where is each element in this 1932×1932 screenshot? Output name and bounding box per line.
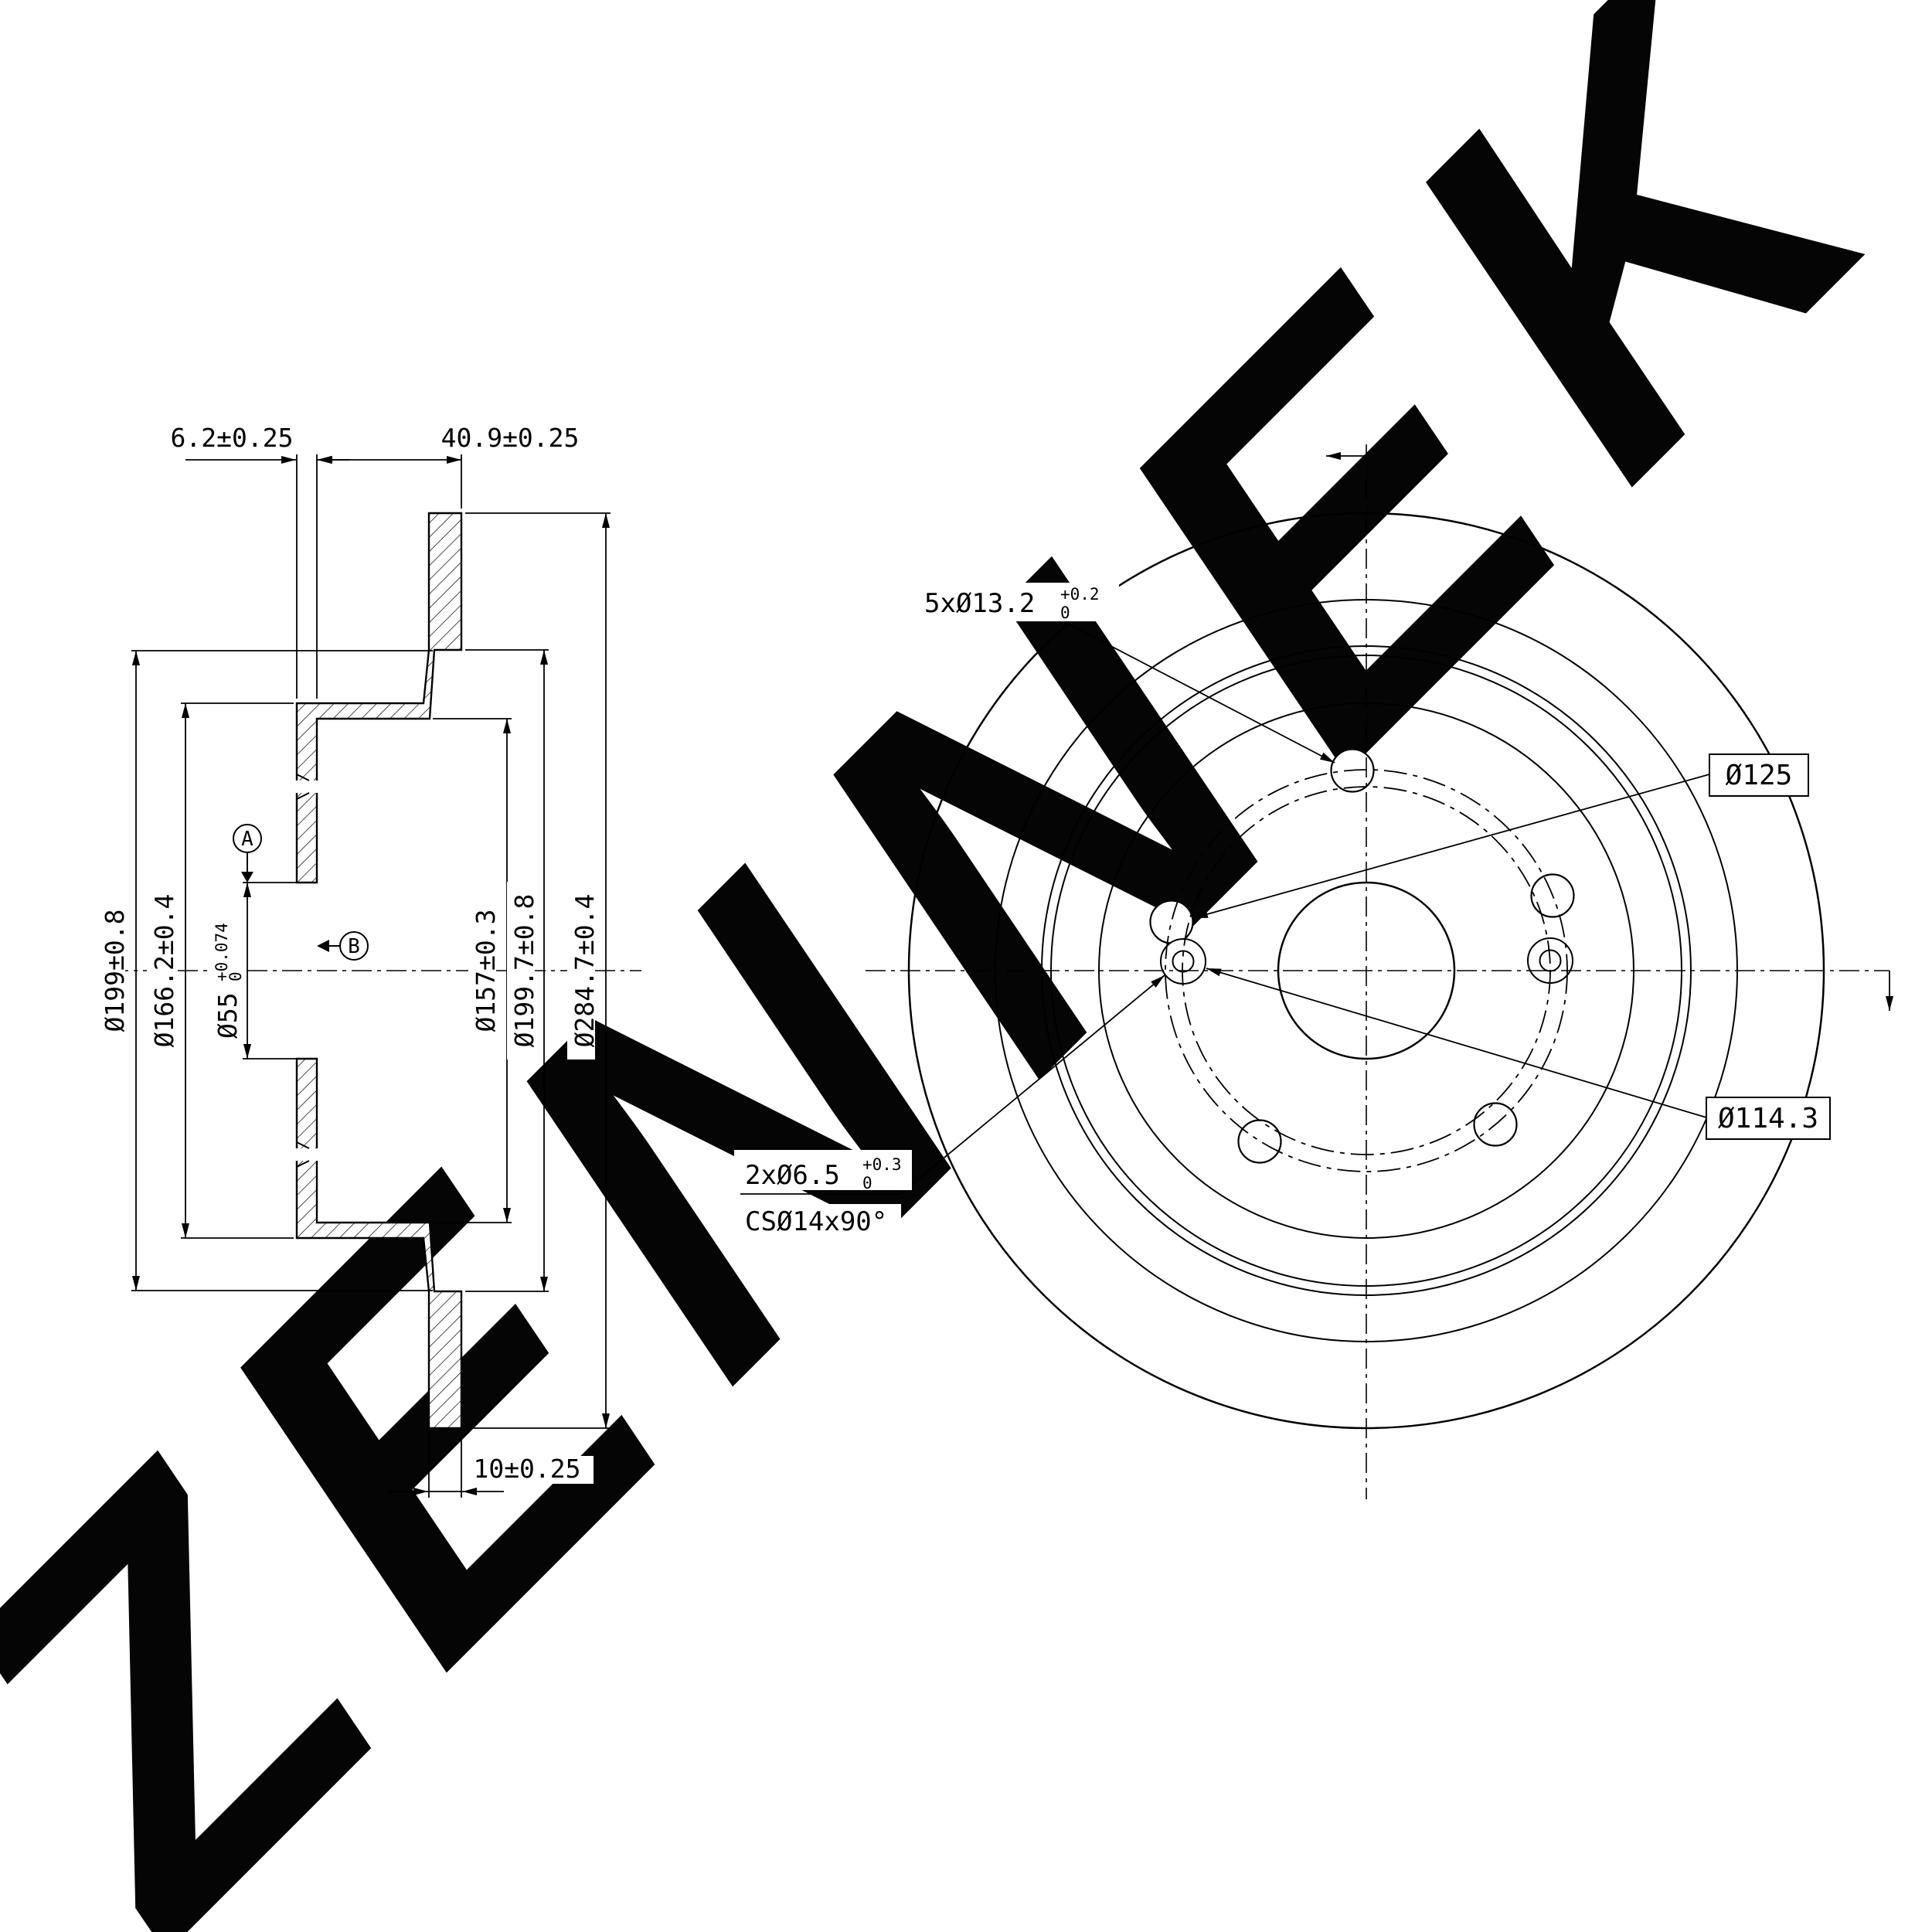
screw-pcd-callout: Ø114.3 bbox=[1206, 968, 1831, 1140]
dim-d55: Ø55 +0.074 0 bbox=[207, 882, 301, 1060]
dim-d55-tol-upper: +0.074 bbox=[213, 923, 231, 981]
datum-a-label: A bbox=[241, 828, 253, 851]
dim-d166-label: Ø166.2±0.4 bbox=[149, 894, 179, 1048]
dim-d55-label: Ø55 bbox=[213, 992, 243, 1039]
dim-6-2-label: 6.2±0.25 bbox=[171, 423, 294, 453]
bolt-hole bbox=[1149, 900, 1194, 944]
dim-d55-tol-lower: 0 bbox=[226, 971, 245, 981]
screw-holes-tol-lower: 0 bbox=[862, 1174, 872, 1192]
dim-height: 40.9±0.25 bbox=[317, 423, 584, 464]
datum-a: A bbox=[233, 824, 262, 883]
bolt-holes-callout: 5xØ13.2 +0.2 0 bbox=[917, 583, 1335, 764]
dim-d157-label: Ø157±0.3 bbox=[471, 910, 501, 1032]
bolt-hole bbox=[1237, 1119, 1282, 1164]
section-top-half bbox=[295, 512, 463, 884]
section-screw-hole-bottom bbox=[295, 1141, 318, 1168]
screw-hole bbox=[1172, 950, 1195, 973]
bolt-holes-tol-upper: +0.2 bbox=[1060, 585, 1100, 604]
dim-d199-7: Ø199.7±0.8 bbox=[465, 649, 549, 1292]
dim-hat-offset: 6.2±0.25 bbox=[168, 423, 462, 699]
datum-b-label: B bbox=[348, 935, 360, 958]
section-screw-hole-top bbox=[295, 774, 318, 800]
dim-10-label: 10±0.25 bbox=[473, 1454, 580, 1484]
center-bore-circle bbox=[1277, 881, 1456, 1060]
section-view: 6.2±0.25 40.9±0.25 10±0.25 bbox=[97, 423, 641, 1498]
datum-b: B bbox=[317, 931, 369, 961]
front-view: 5xØ13.2 +0.2 0 Ø125 Ø114.3 2xØ6 bbox=[734, 444, 1893, 1499]
dim-d284-7-label: Ø284.7±0.4 bbox=[570, 894, 600, 1048]
dim-d199-label: Ø199±0.8 bbox=[100, 910, 130, 1032]
dim-d166: Ø166.2±0.4 bbox=[147, 702, 294, 1239]
pcd-callout: Ø125 bbox=[1192, 753, 1809, 919]
dim-40-9-label: 40.9±0.25 bbox=[441, 423, 580, 453]
pcd-label: Ø125 bbox=[1726, 760, 1793, 791]
screw-holes-tol-upper: +0.3 bbox=[862, 1155, 902, 1174]
countersink-label: CSØ14x90° bbox=[745, 1206, 887, 1237]
dim-d157: Ø157±0.3 bbox=[433, 718, 512, 1223]
screw-holes-label: 2xØ6.5 bbox=[745, 1160, 840, 1191]
dim-d199-7-label: Ø199.7±0.8 bbox=[509, 894, 539, 1048]
section-plane-arrows bbox=[1326, 452, 1893, 1011]
dim-d284-7: Ø284.7±0.4 bbox=[465, 512, 611, 1429]
screw-holes-callout: 2xØ6.5 +0.3 0 CSØ14x90° bbox=[734, 975, 1165, 1238]
dim-ring-thickness: 10±0.25 bbox=[386, 1433, 594, 1498]
section-bottom-half bbox=[295, 1057, 463, 1430]
dim-d199: Ø199±0.8 bbox=[97, 650, 433, 1291]
bolt-holes-label: 5xØ13.2 bbox=[924, 588, 1035, 619]
screw-pcd-label: Ø114.3 bbox=[1718, 1103, 1818, 1134]
bolt-holes-tol-lower: 0 bbox=[1060, 604, 1070, 622]
